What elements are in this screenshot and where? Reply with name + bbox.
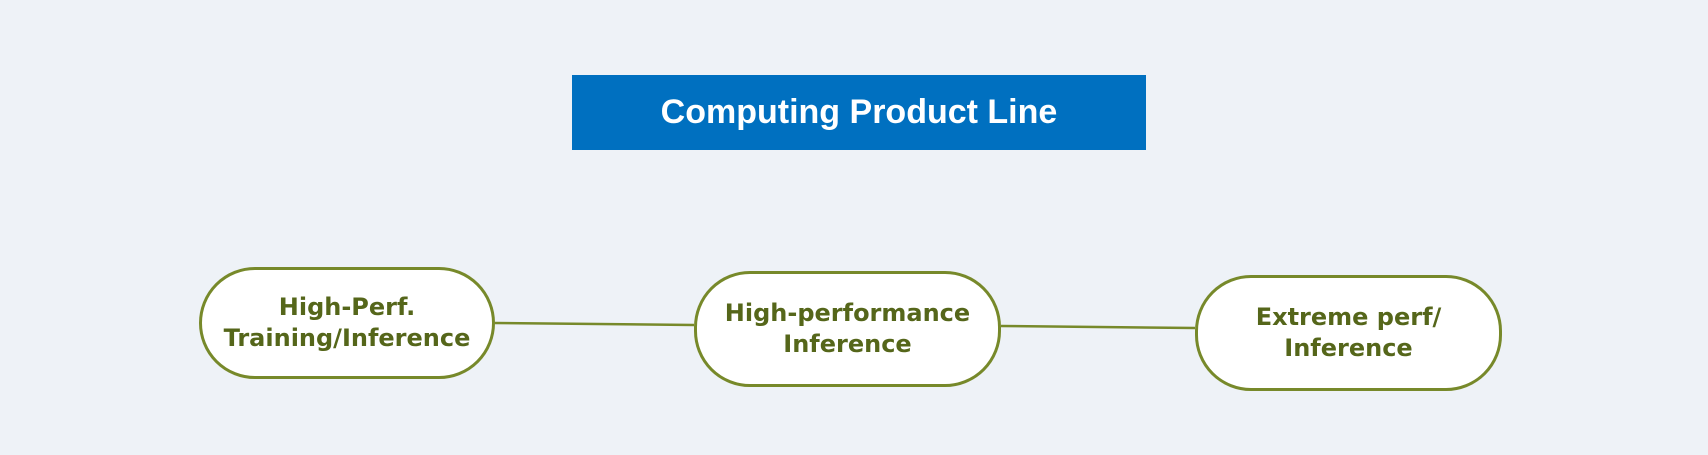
connector-1-2 [494,321,695,327]
node-label-line: High-Perf. [278,293,416,321]
node-label-line: Training/Inference [223,324,471,352]
product-node-extreme-perf-inference: Extreme perf/ Inference [1195,275,1502,391]
diagram-title: Computing Product Line [572,75,1146,150]
product-node-high-performance-inference: High-performance Inference [694,271,1001,387]
connector-2-3 [1000,324,1196,330]
node-label-line: Inference [783,330,912,358]
node-label-line: High-performance [724,299,971,327]
node-label-line: Extreme perf/ [1255,303,1442,331]
node-label-line: Inference [1284,334,1413,362]
product-node-high-perf-training-inference: High-Perf. Training/Inference [199,267,495,379]
